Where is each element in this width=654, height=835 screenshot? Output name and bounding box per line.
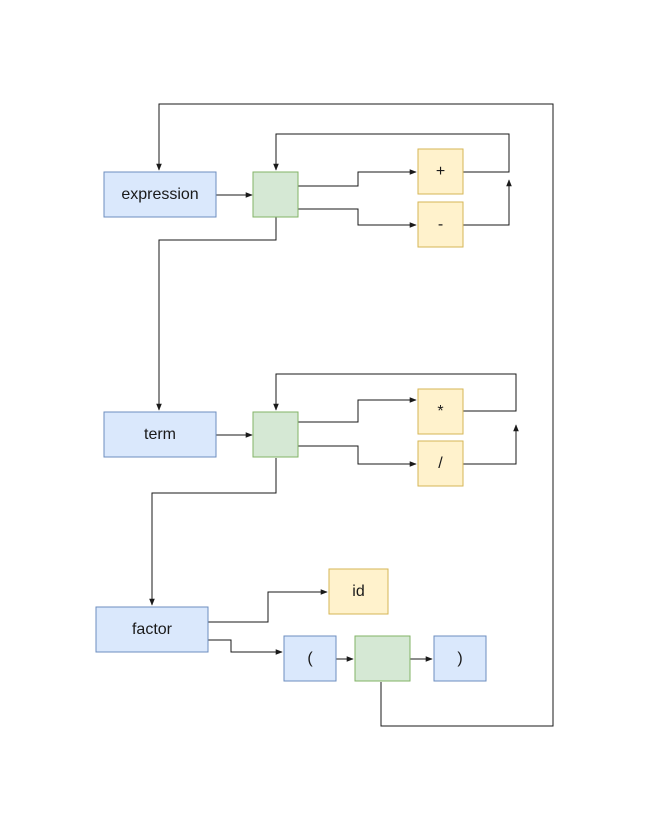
node-lparen: ( bbox=[283, 635, 337, 682]
node-id: id bbox=[328, 568, 389, 615]
edge-plus-loop-to-junction1 bbox=[273, 133, 510, 173]
node-times: * bbox=[417, 388, 464, 435]
edge-factor-to-lparen bbox=[208, 639, 283, 655]
edge-junction1-to-plus bbox=[298, 169, 417, 187]
edge-minus-loop-up bbox=[463, 179, 512, 226]
edge-junction2-to-times bbox=[298, 397, 417, 423]
edge-times-loop-to-junction2 bbox=[273, 373, 517, 412]
node-plus: + bbox=[417, 148, 464, 195]
edges bbox=[149, 103, 554, 727]
node-times-label: * bbox=[437, 403, 443, 420]
edge-junction1-to-minus bbox=[298, 208, 417, 228]
edge-junction1-to-term bbox=[156, 217, 277, 411]
node-rparen: ) bbox=[433, 635, 487, 682]
junction-term bbox=[252, 411, 299, 458]
junction-paren-expression bbox=[354, 635, 411, 682]
edge-factor-to-id bbox=[208, 589, 328, 623]
node-minus: - bbox=[417, 201, 464, 248]
node-term-label: term bbox=[144, 426, 176, 443]
node-factor-label: factor bbox=[132, 621, 173, 638]
node-id-label: id bbox=[352, 583, 364, 600]
edge-paren-loop-to-expression bbox=[156, 103, 554, 727]
edge-junction2-to-factor bbox=[149, 458, 277, 606]
junction-expression bbox=[252, 171, 299, 218]
node-expression: expression bbox=[103, 171, 217, 218]
edge-junction2-to-divide bbox=[298, 445, 417, 467]
node-factor: factor bbox=[95, 606, 209, 653]
node-divide-label: / bbox=[438, 455, 443, 472]
node-plus-label: + bbox=[436, 163, 445, 180]
node-divide: / bbox=[417, 440, 464, 487]
node-rparen-label: ) bbox=[457, 650, 462, 667]
edge-divide-loop-up bbox=[463, 424, 519, 465]
node-term: term bbox=[103, 411, 217, 458]
node-minus-label: - bbox=[438, 216, 443, 233]
node-expression-label: expression bbox=[121, 186, 198, 203]
node-lparen-label: ( bbox=[307, 650, 313, 667]
